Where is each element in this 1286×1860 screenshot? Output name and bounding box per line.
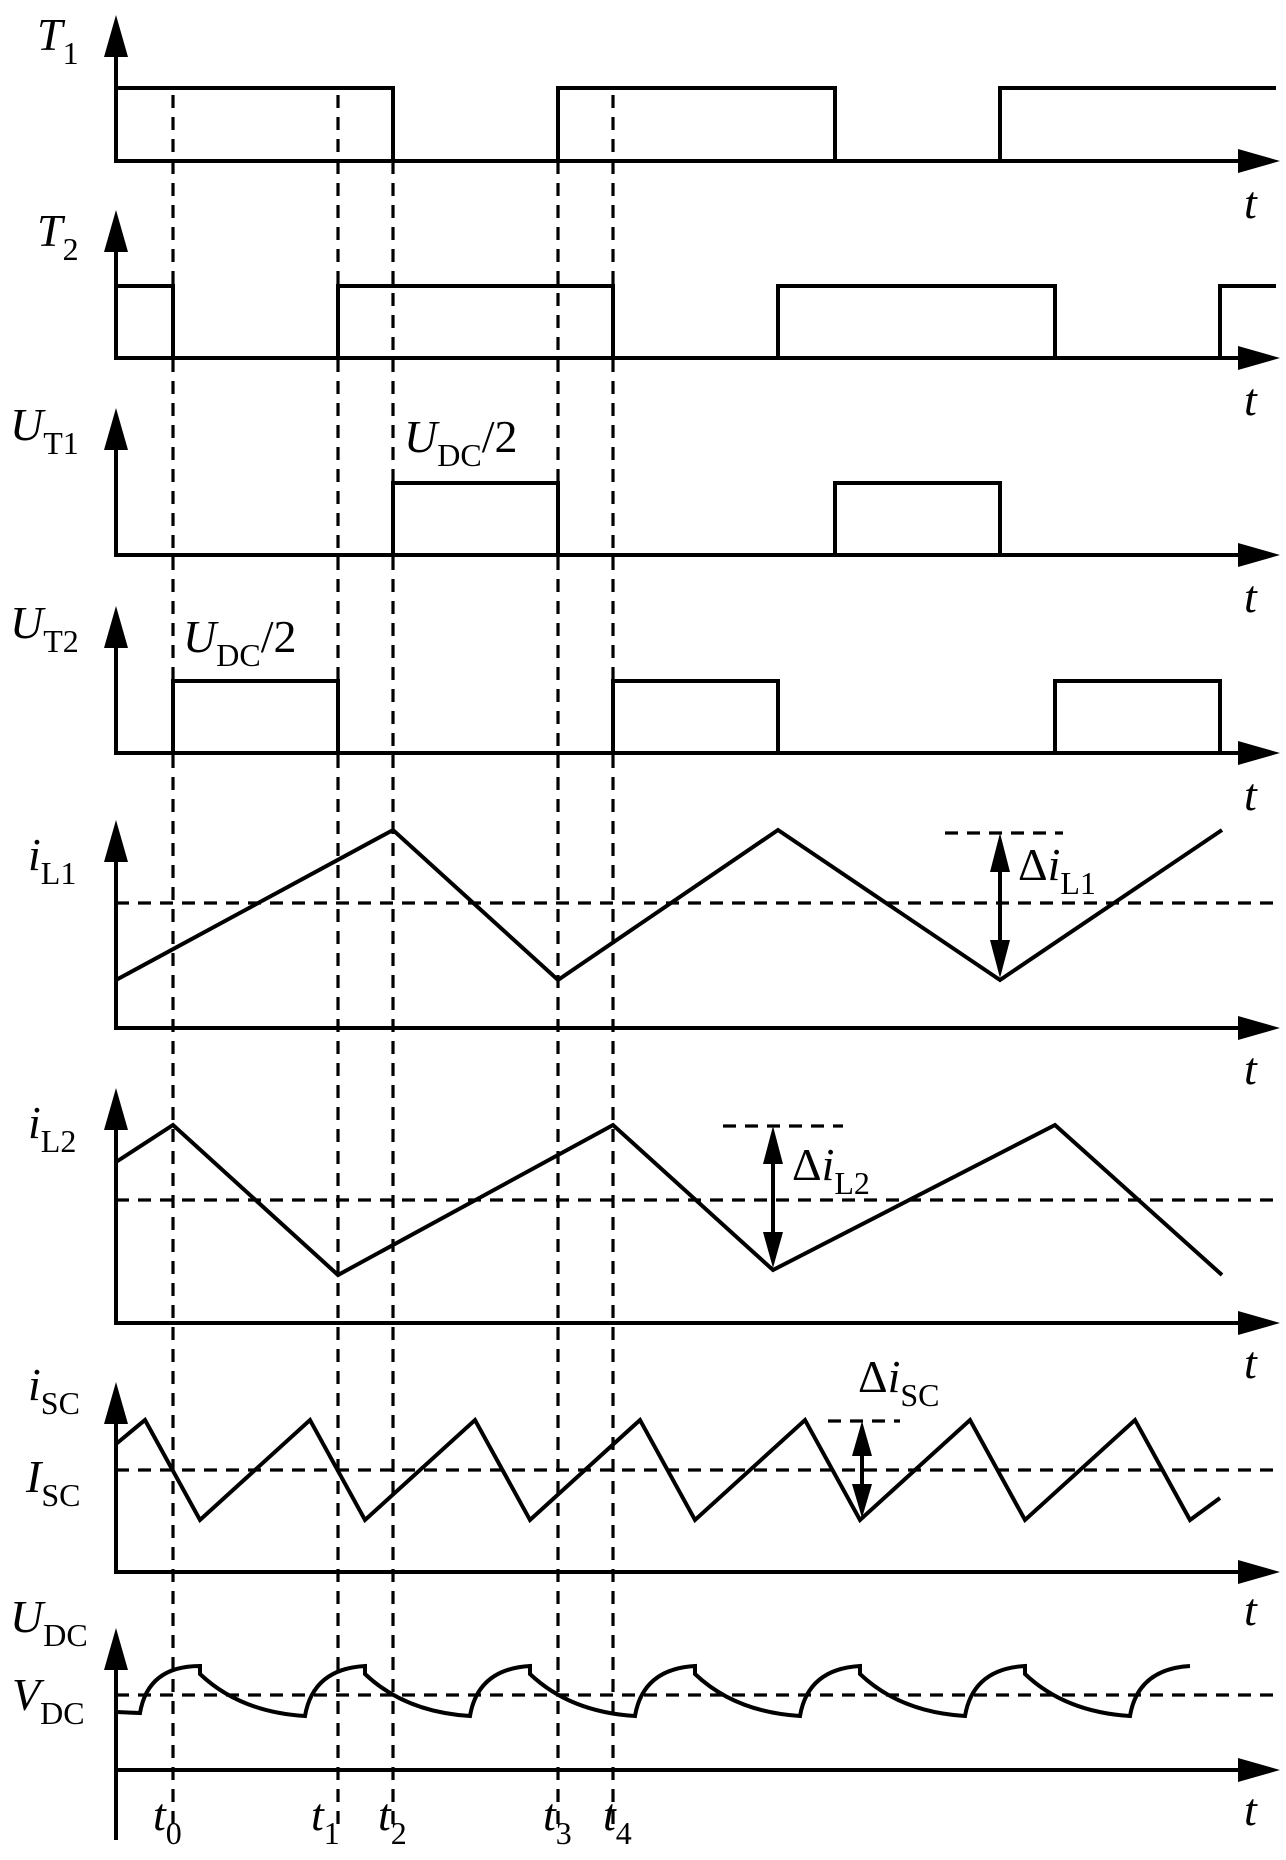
marker-label-t2: t2 (378, 1789, 407, 1851)
annotation-delta-iL1: ΔiL1 (1018, 839, 1096, 901)
time-axis-label-7: t (1244, 1584, 1258, 1635)
marker-label-t0: t0 (153, 1789, 182, 1851)
annotation-delta-iL2: ΔiL2 (792, 1139, 870, 1201)
panel-UT2: UT2 UDC/2 t (10, 597, 1280, 820)
x-arrow-UDC (1238, 1758, 1280, 1782)
level-label-VDC: VDC (12, 1669, 85, 1731)
waveform-iSC (114, 1416, 1222, 1524)
panel-iL2: iL2 ΔiL2 t (28, 1088, 1280, 1388)
label-UT2: UT2 (10, 597, 79, 659)
panel-UT1: UT1 UDC/2 t (10, 399, 1280, 622)
time-axis-label-1: t (1244, 177, 1258, 228)
waveform-UT2 (116, 679, 1240, 755)
time-axis-label-8: t (1244, 1784, 1258, 1835)
x-arrow-iL1 (1238, 1016, 1280, 1040)
waveform-iL2 (114, 1122, 1224, 1278)
y-arrow-iSC (104, 1382, 128, 1424)
label-T1: T1 (37, 9, 79, 71)
annotation-delta-iSC: ΔiSC (858, 1351, 940, 1413)
y-arrow-T1 (104, 15, 128, 57)
ripple-arrow-up-iSC (852, 1421, 872, 1456)
time-axis-label-4: t (1244, 769, 1258, 820)
label-T2: T2 (37, 205, 79, 267)
panel-T1: T1 t (37, 9, 1280, 228)
panel-iSC: iSC ISC ΔiSC t (25, 1351, 1280, 1635)
time-axis-label-5: t (1244, 1043, 1258, 1094)
label-iSC: iSC (28, 1359, 80, 1421)
label-UDC: UDC (10, 1591, 88, 1653)
label-iL1: iL1 (28, 829, 76, 891)
x-arrow-UT2 (1238, 741, 1280, 765)
label-iL2: iL2 (28, 1097, 76, 1159)
marker-label-t4: t4 (603, 1789, 632, 1851)
level-label-ISC: ISC (25, 1451, 80, 1513)
time-axis-label-3: t (1244, 571, 1258, 622)
x-arrow-iL2 (1238, 1311, 1280, 1335)
marker-label-t3: t3 (543, 1789, 572, 1851)
ripple-arrow-down-iL2 (763, 1232, 783, 1268)
waveform-T2 (116, 284, 1276, 360)
time-marker-lines (171, 95, 615, 1830)
y-arrow-iL1 (104, 820, 128, 862)
y-arrow-UT2 (104, 606, 128, 648)
panel-UDC: UDC VDC t (10, 1591, 1280, 1840)
ripple-arrow-up-iL1 (990, 833, 1010, 872)
waveform-UDC (115, 1663, 1191, 1719)
time-axis-label-2: t (1244, 374, 1258, 425)
annotation-udc-half-1: UDC/2 (404, 411, 517, 473)
y-arrow-iL2 (104, 1088, 128, 1130)
x-arrow-T1 (1238, 149, 1280, 173)
panel-iL1: iL1 ΔiL1 t (28, 820, 1280, 1094)
x-arrow-T2 (1238, 346, 1280, 370)
marker-label-t1: t1 (311, 1789, 340, 1851)
y-arrow-T2 (104, 210, 128, 252)
waveform-T1 (116, 86, 1276, 163)
x-arrow-iSC (1238, 1560, 1280, 1584)
time-marker-labels: t0 t1 t2 t3 t4 (153, 1789, 632, 1851)
annotation-udc-half-2: UDC/2 (183, 611, 296, 673)
ripple-arrow-up-iL2 (763, 1126, 783, 1164)
y-arrow-UT1 (104, 408, 128, 450)
y-arrow-UDC (104, 1628, 128, 1670)
ripple-arrow-down-iL1 (990, 940, 1010, 978)
waveform-UT1 (116, 481, 1240, 557)
label-UT1: UT1 (10, 399, 79, 461)
waveform-iL1 (115, 827, 1224, 983)
x-arrow-UT1 (1238, 543, 1280, 567)
ripple-arrow-down-iSC (852, 1484, 872, 1518)
time-axis-label-6: t (1244, 1337, 1258, 1388)
panel-T2: T2 t (37, 205, 1280, 425)
